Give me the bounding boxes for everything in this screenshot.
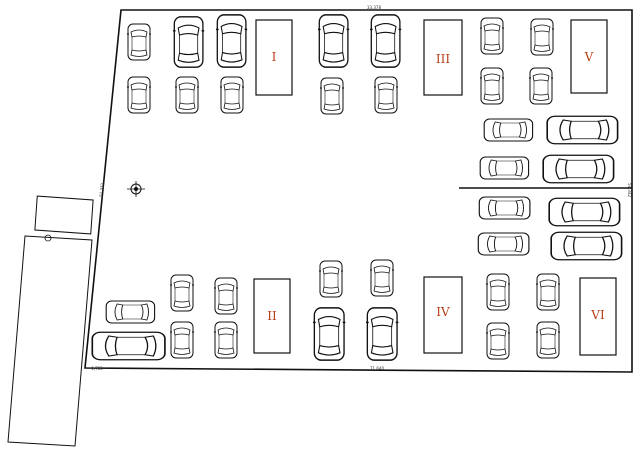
car-icon — [528, 67, 554, 105]
car-icon — [369, 259, 395, 297]
car-icon — [174, 76, 200, 114]
car-icon — [483, 118, 534, 142]
car-icon — [169, 321, 195, 359]
car-icon — [172, 16, 205, 68]
car-icon — [546, 115, 619, 145]
car-icon — [317, 14, 350, 68]
car-icon — [126, 23, 152, 61]
car-icon — [550, 231, 623, 261]
car-icon — [485, 322, 511, 360]
car-icon — [479, 67, 505, 105]
dimension-bottom: 71,640 — [370, 366, 384, 371]
car-icon — [369, 14, 402, 68]
lot-5-area — [570, 19, 608, 94]
lot-3-label: III — [436, 52, 450, 66]
car-icon — [312, 307, 347, 361]
car-icon — [365, 307, 400, 361]
lot-5-label: V — [584, 50, 594, 64]
outbuilding-small — [34, 195, 94, 235]
dimension-corner: 1,703 — [91, 366, 103, 371]
car-icon — [535, 321, 561, 359]
outbuilding-long — [7, 235, 93, 447]
dimension-right: 59,342 — [627, 183, 632, 197]
car-icon — [105, 300, 156, 324]
car-icon — [215, 14, 248, 68]
well-icon — [44, 234, 52, 242]
compass-icon — [127, 181, 145, 197]
car-icon — [319, 77, 345, 115]
car-icon — [542, 154, 615, 184]
car-icon — [477, 232, 530, 256]
car-icon — [529, 18, 555, 56]
lot-2-area — [253, 278, 291, 354]
site-boundary — [84, 9, 633, 373]
car-icon — [91, 331, 166, 361]
car-icon — [213, 321, 239, 359]
lot-6-area — [579, 277, 617, 356]
car-icon — [479, 156, 530, 180]
car-icon — [373, 76, 399, 114]
car-icon — [479, 17, 505, 55]
lot-1-area — [255, 19, 293, 96]
dimension-top: 33,378 — [367, 5, 381, 10]
lot-1-label: I — [272, 50, 277, 64]
car-icon — [213, 277, 239, 315]
car-icon — [548, 197, 621, 227]
car-icon — [478, 196, 531, 220]
car-icon — [169, 274, 195, 312]
dimension-left: 51,332 — [98, 182, 104, 197]
lot-4-area — [423, 276, 463, 354]
lot-4-label: IV — [436, 305, 450, 319]
car-icon — [485, 273, 511, 311]
lot-3-area — [423, 19, 463, 96]
car-icon — [219, 76, 245, 114]
car-icon — [535, 273, 561, 311]
car-icon — [126, 76, 152, 114]
lot-6-label: VI — [590, 308, 605, 322]
car-icon — [318, 260, 344, 298]
lot-2-label: II — [267, 309, 277, 323]
